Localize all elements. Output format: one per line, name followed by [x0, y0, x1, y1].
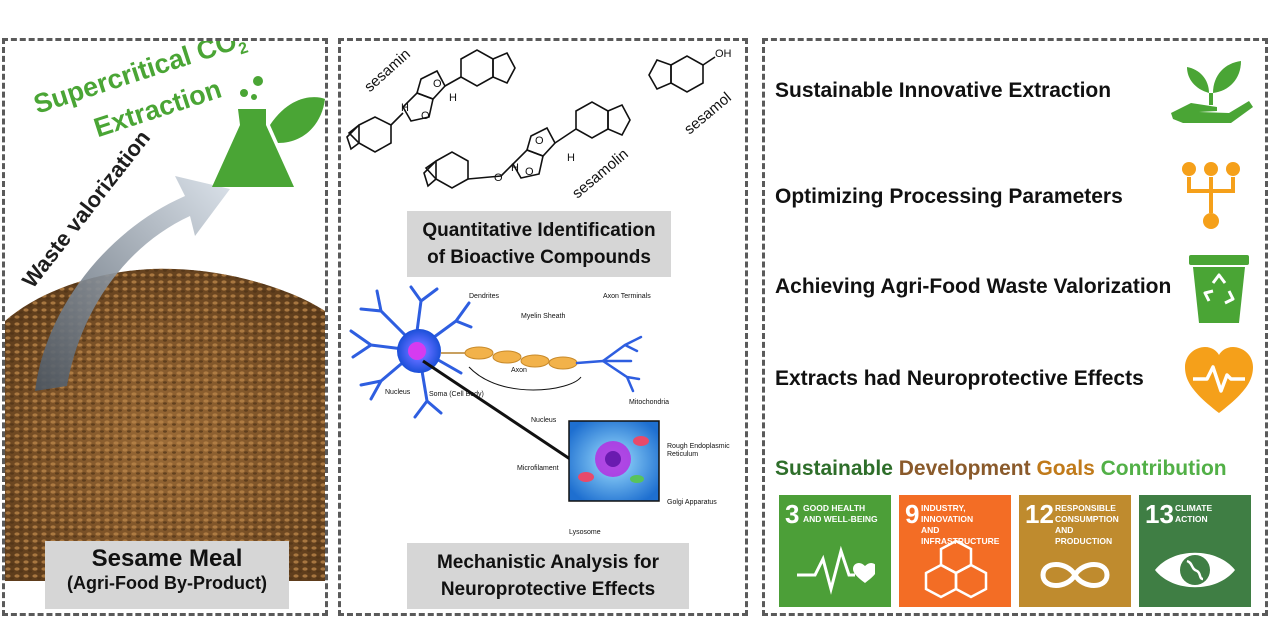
panel-sesame-meal: Supercritical CO2 Extraction Waste valor… [2, 38, 328, 616]
svg-text:O: O [421, 110, 430, 122]
sdg-9-text: INDUSTRY, INNOVATION AND INFRASTRUCTURE [921, 503, 1000, 546]
hand-plant-icon [1171, 61, 1253, 123]
svg-text:O: O [433, 78, 442, 90]
sdg-3-number: 3 [785, 499, 800, 529]
sdg-13-number: 13 [1145, 499, 1174, 529]
waste-valorization-arrow [35, 176, 230, 391]
cubes-icon [924, 539, 988, 599]
sdg-title: Sustainable Development Goals Contributi… [775, 457, 1227, 481]
label-nucleus: Nucleus [385, 389, 411, 396]
eye-earth-icon [1155, 552, 1235, 588]
statement-valorization: Achieving Agri-Food Waste Valorization [775, 275, 1172, 298]
label-rer: Rough Endoplasmic Reticulum [667, 443, 730, 458]
sdg-title-word3: Goals [1036, 457, 1095, 480]
identification-line2: of Bioactive Compounds [427, 247, 651, 268]
neuron-diagram [349, 285, 660, 502]
identification-line1: Quantitative Identification [422, 220, 656, 241]
svg-text:O: O [525, 166, 534, 178]
label-dendrites: Dendrites [469, 293, 499, 300]
label-soma: Soma (Cell Body) [429, 391, 484, 398]
svg-text:O: O [535, 135, 544, 147]
chemical-structures-diagram: O O O O O H H H H OH [346, 48, 732, 189]
statement-neuroprotective: Extracts had Neuroprotective Effects [775, 367, 1144, 390]
panel-analysis: O O O O O H H H H OH sesamin sesamolin s… [338, 38, 748, 616]
infinity-icon [1040, 562, 1110, 588]
sdg-tile-3: 3 GOOD HEALTH AND WELL-BEING [779, 495, 891, 607]
sdg-3-text: GOOD HEALTH AND WELL-BEING [803, 503, 878, 524]
flask-leaf-icon [212, 76, 325, 187]
sdg-9-number: 9 [905, 499, 920, 529]
svg-text:H: H [567, 152, 575, 164]
hydroxyl-label: OH [715, 48, 732, 60]
heartbeat-icon [797, 545, 875, 595]
mechanistic-line1: Mechanistic Analysis for [436, 552, 660, 573]
label-myelin: Myelin Sheath [521, 313, 566, 320]
sesame-meal-label-box: Sesame Meal (Agri-Food By-Product) [45, 541, 289, 609]
sesame-meal-sublabel: (Agri-Food By-Product) [67, 573, 267, 593]
process-parameters-icon [1182, 162, 1240, 229]
sdg-13-text: CLIMATE ACTION [1175, 503, 1213, 524]
label-lysosome: Lysosome [569, 529, 601, 536]
sdg-title-word2: Development [898, 457, 1031, 480]
svg-text:O: O [494, 172, 503, 184]
panel-outcomes: Sustainable Innovative Extraction Optimi… [762, 38, 1268, 616]
mechanistic-label-box: Mechanistic Analysis for Neuroprotective… [407, 543, 689, 609]
label-microfilament: Microfilament [517, 465, 559, 472]
identification-label-box: Quantitative Identification of Bioactive… [407, 211, 671, 277]
mechanistic-line2: Neuroprotective Effects [440, 579, 656, 600]
label-golgi: Golgi Apparatus [667, 499, 717, 506]
sdg-tile-13: 13 CLIMATE ACTION [1139, 495, 1251, 607]
label-axon-terminals: Axon Terminals [603, 293, 651, 300]
statement-parameters: Optimizing Processing Parameters [775, 185, 1123, 208]
svg-text:H: H [401, 102, 409, 114]
sesame-meal-pile-image [5, 176, 325, 581]
heart-pulse-icon [1185, 347, 1253, 413]
sdg-tile-9: 9 INDUSTRY, INNOVATION AND INFRASTRUCTUR… [899, 495, 1011, 607]
recycle-bin-icon [1189, 255, 1249, 323]
label-axon: Axon [511, 367, 527, 374]
sdg-title-word4: Contribution [1100, 457, 1227, 480]
sdg-tile-12: 12 RESPONSIBLE CONSUMPTION AND PRODUCTIO… [1019, 495, 1131, 607]
sesame-meal-label: Sesame Meal [91, 545, 243, 572]
label-nucleus-cell: Nucleus [531, 417, 557, 424]
svg-text:H: H [511, 162, 519, 174]
sdg-title-word1: Sustainable [775, 457, 893, 480]
svg-text:H: H [449, 92, 457, 104]
label-mitochondria: Mitochondria [629, 399, 670, 406]
sdg-12-number: 12 [1025, 499, 1054, 529]
sdg-12-text: RESPONSIBLE CONSUMPTION AND PRODUCTION [1055, 503, 1119, 546]
statement-extraction: Sustainable Innovative Extraction [775, 79, 1112, 102]
